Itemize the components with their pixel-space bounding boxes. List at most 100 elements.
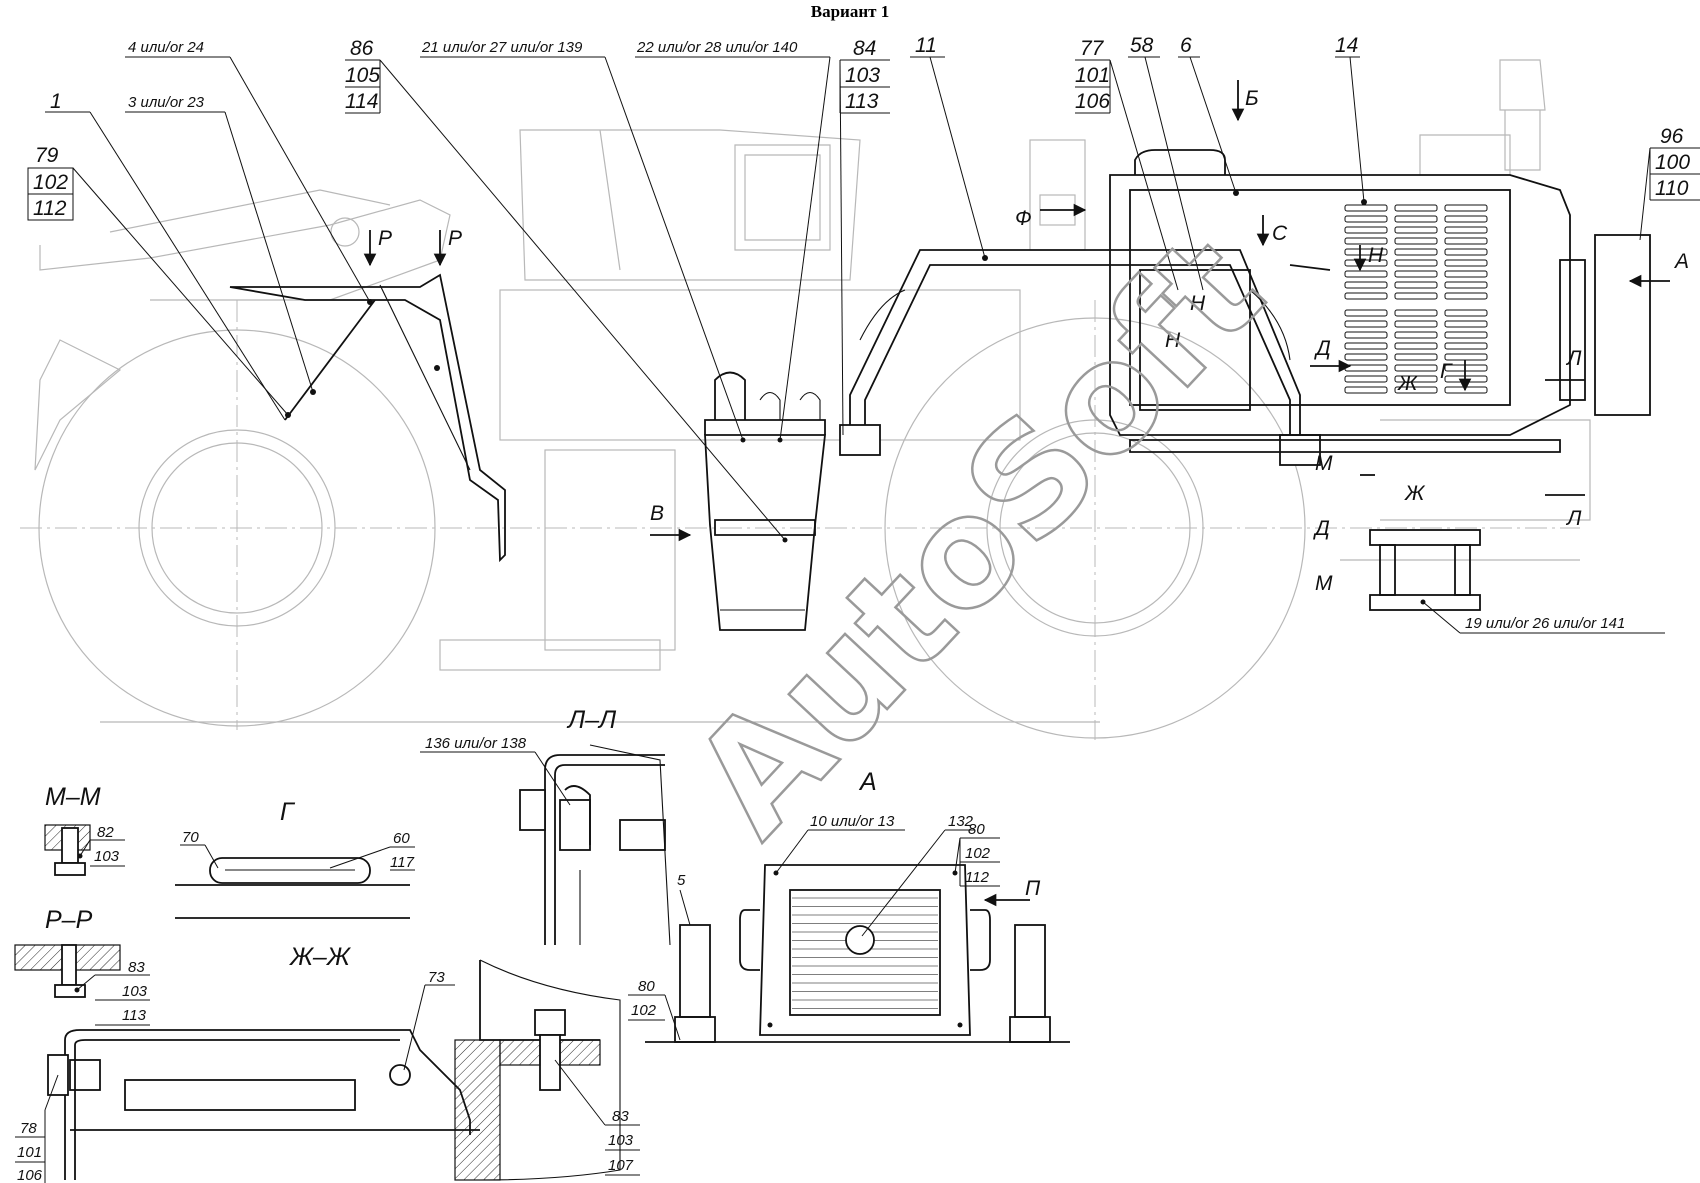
callout-6: 6: [1180, 34, 1192, 57]
callout-83-b: 103: [122, 983, 148, 1000]
callout-10: 10 или/or 13: [810, 813, 895, 830]
section-mark-n-3: Н: [1190, 292, 1206, 315]
vent-slot: [1344, 237, 1388, 245]
vent-slot: [1444, 259, 1488, 267]
section-mark-n-2: Н: [1165, 329, 1181, 352]
detail-zhzh-title: Ж–Ж: [288, 943, 352, 971]
vent-slot: [1344, 375, 1388, 383]
vent-slot: [1394, 309, 1438, 317]
vent-slot: [1444, 204, 1488, 212]
vent-slot: [1444, 364, 1488, 372]
loader-step-bracket: [229, 273, 506, 563]
callout-80: 80: [968, 821, 985, 838]
vent-slot: [1394, 342, 1438, 350]
view-markers: А Б В Ф С Н Д Ж Г Л М Ж Д М Л Р Р Н Н: [363, 80, 1689, 595]
vent-slot: [1344, 331, 1388, 339]
detail-rr: Р–Р 83 103 113: [14, 906, 150, 1026]
section-mark-r: Р: [378, 227, 392, 250]
detail-g-title: Г: [280, 798, 296, 826]
drawing-title: Вариант 1: [811, 2, 889, 21]
view-mark-f: Ф: [1015, 207, 1032, 230]
watermark: AutoSoft: [661, 204, 1297, 868]
detail-ll: Л–Л 136 или/or 138: [420, 706, 671, 946]
battery-box: [1109, 149, 1651, 453]
section-mark-r-2: Р: [448, 227, 462, 250]
callout-80-2-b: 102: [631, 1002, 657, 1019]
vent-slot: [1394, 215, 1438, 223]
callout-83-c: 113: [122, 1007, 147, 1024]
vent-slot: [1344, 353, 1388, 361]
vent-slot: [1444, 309, 1488, 317]
callout-73: 73: [428, 969, 445, 986]
section-mark-zh-2: Ж: [1404, 482, 1426, 505]
ghost-machine-outline: [20, 59, 1591, 740]
detail-a-title: А: [858, 768, 877, 796]
vent-slot: [1344, 342, 1388, 350]
vent-slot: [1444, 331, 1488, 339]
vent-slot: [1394, 353, 1438, 361]
callout-78-c: 106: [17, 1167, 43, 1183]
vent-slot: [1444, 248, 1488, 256]
callout-82-b: 103: [94, 848, 120, 865]
vent-slot: [1344, 226, 1388, 234]
callout-1: 1: [50, 90, 62, 113]
callout-96-c: 110: [1655, 177, 1689, 200]
callout-96-b: 100: [1655, 151, 1690, 174]
callout-86-c: 114: [345, 90, 378, 113]
detail-mm: М–М 82 103: [44, 783, 125, 876]
vent-slot: [1444, 292, 1488, 300]
vent-slot: [1444, 342, 1488, 350]
callout-79-b: 102: [33, 171, 68, 194]
vent-slot: [1394, 292, 1438, 300]
vent-slot: [1444, 226, 1488, 234]
vent-slot: [1344, 320, 1388, 328]
callout-11: 11: [915, 34, 937, 57]
vent-slot: [1444, 237, 1488, 245]
section-mark-d-2: Д: [1313, 517, 1330, 540]
vent-slot: [1394, 270, 1438, 278]
vent-grille: [1344, 204, 1488, 394]
callout-77: 77: [1080, 37, 1105, 60]
callout-80-b: 102: [965, 845, 991, 862]
vent-slot: [1394, 237, 1438, 245]
vent-slot: [1444, 215, 1488, 223]
callout-80-c: 112: [965, 869, 990, 886]
vent-slot: [1394, 331, 1438, 339]
view-mark-v: В: [650, 502, 664, 525]
callout-19: 19 или/or 26 или/or 141: [1465, 615, 1625, 632]
detail-mm-title: М–М: [45, 783, 101, 811]
vent-slot: [1444, 353, 1488, 361]
vent-slot: [1344, 248, 1388, 256]
vent-slot: [1344, 292, 1388, 300]
callout-83-2: 83: [612, 1108, 629, 1125]
view-mark-a: А: [1673, 250, 1689, 273]
callout-14: 14: [1335, 34, 1358, 57]
callout-84: 84: [853, 37, 876, 60]
section-mark-m-2: М: [1315, 572, 1333, 595]
section-mark-d: Д: [1314, 337, 1331, 360]
view-mark-b: Б: [1245, 87, 1259, 110]
vent-slot: [1344, 281, 1388, 289]
section-mark-l: Л: [1565, 347, 1582, 370]
vent-slot: [1394, 320, 1438, 328]
callout-70: 70: [182, 829, 199, 846]
callout-60-b: 117: [390, 854, 415, 871]
callout-3: 3 или/or 23: [128, 94, 205, 111]
callout-78-b: 101: [17, 1144, 42, 1161]
vent-slot: [1444, 281, 1488, 289]
section-mark-n: Н: [1368, 244, 1384, 267]
section-mark-g: Г: [1440, 360, 1453, 383]
vent-slot: [1444, 320, 1488, 328]
detail-rr-title: Р–Р: [45, 906, 93, 934]
callout-79: 79: [35, 144, 59, 167]
callout-80-2: 80: [638, 978, 655, 995]
callout-77-c: 106: [1075, 90, 1110, 113]
vent-slot: [1394, 281, 1438, 289]
vent-slot: [1394, 364, 1438, 372]
vent-slot: [1344, 309, 1388, 317]
callout-96: 96: [1660, 125, 1684, 148]
vent-slot: [1394, 204, 1438, 212]
callout-60: 60: [393, 830, 410, 847]
vent-slot: [1394, 226, 1438, 234]
view-mark-p: П: [1025, 877, 1041, 900]
